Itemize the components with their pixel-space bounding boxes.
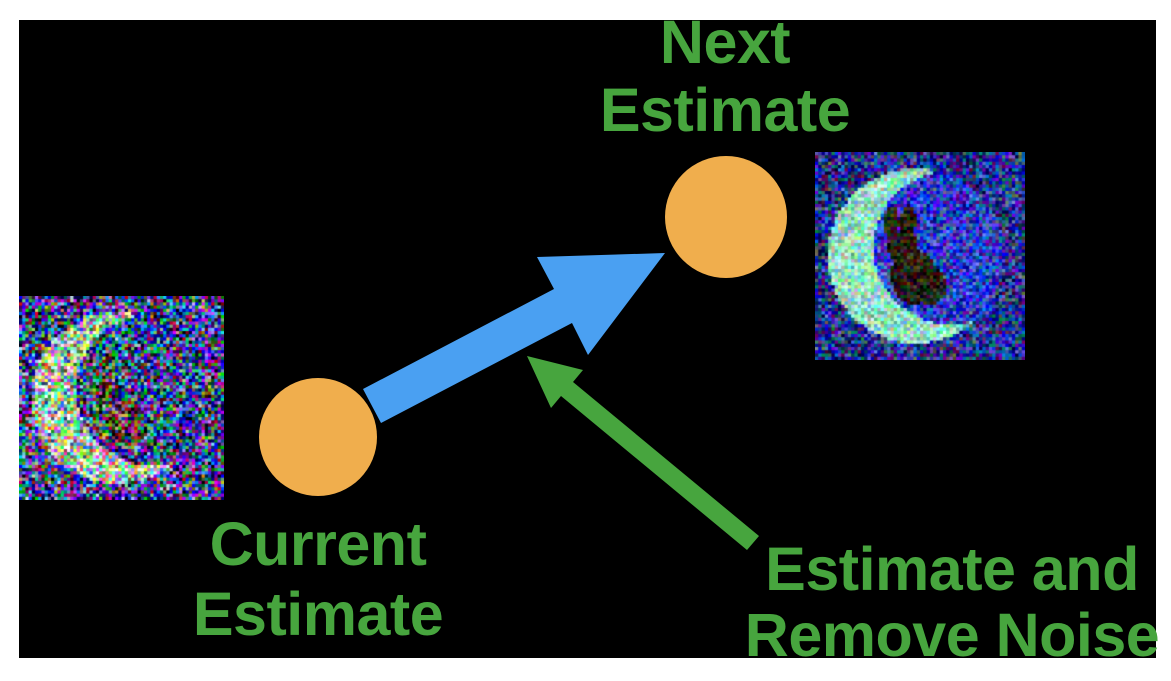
current-estimate-label-line2: Estimate xyxy=(192,580,444,648)
estimate-remove-noise-label-line1: Estimate and xyxy=(765,535,1139,603)
next-estimate-label: Next Estimate xyxy=(475,8,975,144)
noisy-moon-image-next xyxy=(815,152,1025,360)
noisy-moon-image-current xyxy=(19,296,224,500)
current-estimate-node xyxy=(259,378,377,496)
estimate-remove-noise-label: Estimate and Remove Noise xyxy=(692,536,1171,668)
current-estimate-label-line1: Current xyxy=(209,510,427,578)
current-estimate-label: Current Estimate xyxy=(68,509,568,649)
next-estimate-node xyxy=(665,156,787,278)
next-estimate-label-line1: Next xyxy=(659,8,791,76)
estimate-remove-noise-label-line2: Remove Noise xyxy=(744,601,1160,669)
next-estimate-label-line2: Estimate xyxy=(599,76,851,144)
